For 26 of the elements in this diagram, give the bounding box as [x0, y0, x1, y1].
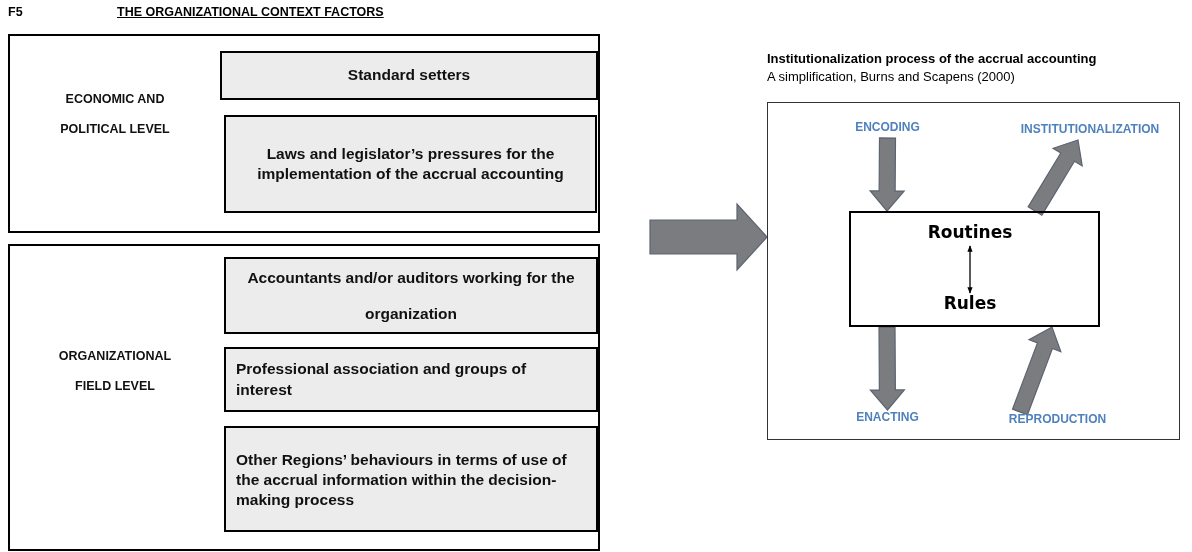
panel-subtitle: A simplification, Burns and Scapens (2000) — [767, 69, 1016, 84]
level-label: ECONOMIC AND POLITICAL LEVEL — [59, 91, 171, 138]
diagram-title: THE ORGANIZATIONAL CONTEXT FACTORS — [117, 5, 384, 19]
level-panel — [8, 34, 600, 233]
block-arrow — [868, 137, 906, 212]
level-panel — [8, 244, 600, 551]
phase-label: INSTITUTIONALIZATION — [1002, 122, 1178, 140]
core-box — [849, 211, 1100, 327]
factor-box: Professional association and groups of interest — [224, 347, 598, 412]
factor-box: Other Regions’ behaviours in terms of use of the accrual information within the decision-making process — [224, 426, 598, 532]
block-arrow — [649, 202, 768, 272]
phase-label: REPRODUCTION — [990, 412, 1125, 430]
block-arrow — [869, 326, 906, 411]
block-arrow — [1027, 139, 1083, 216]
figure-number: F5 — [8, 5, 23, 19]
core-term: Routines — [920, 222, 1020, 246]
level-label: ORGANIZATIONAL FIELD LEVEL — [57, 348, 173, 395]
phase-label: ENCODING — [845, 120, 930, 138]
phase-label: ENACTING — [845, 410, 930, 428]
factor-box: Standard setters — [220, 51, 598, 100]
block-arrow — [1011, 326, 1062, 416]
core-term: Rules — [930, 293, 1010, 317]
double-arrow — [967, 245, 973, 294]
factor-box: Accountants and/or auditors working for the organization — [224, 257, 598, 334]
factor-box: Laws and legislator’s pressures for the implementation of the accrual accounting — [224, 115, 597, 213]
panel-heading: Institutionalization process of the accrual accounting — [767, 51, 1098, 66]
